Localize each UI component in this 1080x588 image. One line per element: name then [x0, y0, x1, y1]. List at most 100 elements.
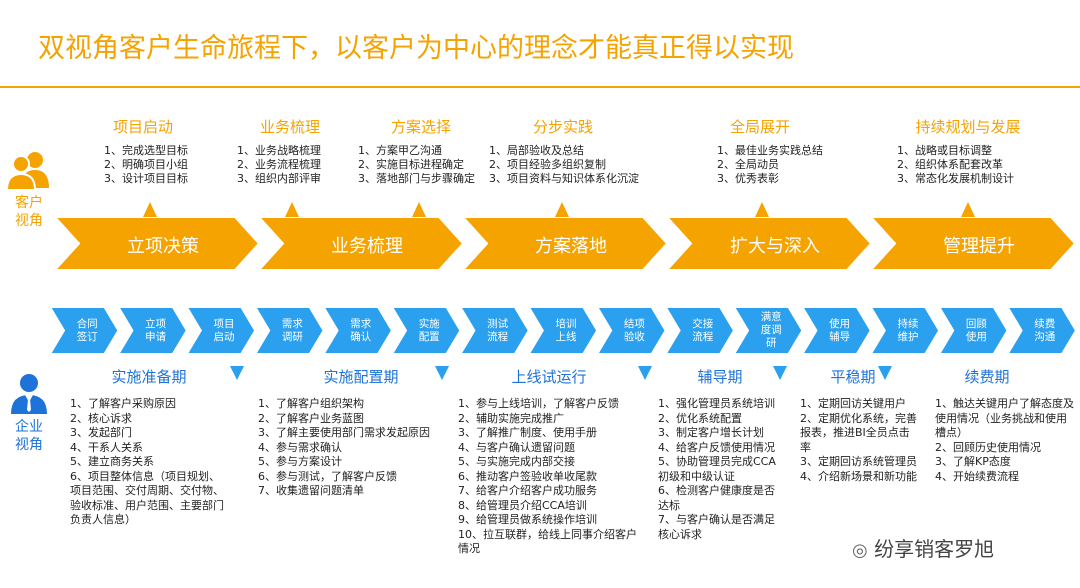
enterprise-step-chevron: [527, 306, 599, 355]
enterprise-step-label-line: 需求: [350, 317, 372, 330]
customer-chevron-label: 业务梳理: [331, 235, 403, 257]
enterprise-stage-bullet: 7、与客户确认是否满足核心诉求: [658, 513, 775, 541]
enterprise-stage-bullet: 4、开始续费流程: [935, 469, 1019, 483]
customer-view-role: 客户 视角: [6, 150, 52, 230]
phase-pointer-triangle: [755, 202, 769, 217]
customer-phase-title: 全局展开: [729, 118, 790, 136]
watermark-label: 纷享销客罗旭: [874, 537, 995, 561]
enterprise-stage-bullet: 6、项目整体信息（项目规划、项目范围、交付周期、交付物、验收标准、用户范围、主要…: [70, 469, 224, 527]
customer-chevron: [460, 216, 669, 271]
enterprise-step-chevron: [116, 306, 188, 355]
customer-phase-bullet: 3、常态化发展机制设计: [897, 172, 1014, 185]
user-group-icon: [7, 152, 49, 190]
customer-phase-bullet: 2、明确项目小组: [104, 158, 188, 171]
enterprise-step-label-line: 启动: [213, 330, 235, 343]
customer-phase-bullet: 3、设计项目目标: [104, 172, 188, 185]
page-title: 双视角客户生命旅程下，以客户为中心的理念才能真正得以实现: [38, 33, 794, 64]
enterprise-step-label: 回顾使用: [953, 318, 999, 344]
enterprise-stage-bullet: 3、了解主要使用部门需求发起原因: [258, 426, 430, 439]
enterprise-step-label-line: 使用: [965, 330, 987, 343]
enterprise-stage-bullet: 5、参与方案设计: [258, 455, 342, 468]
phase-pointer-triangle: [143, 202, 157, 217]
enterprise-step-label-line: 申请: [145, 330, 167, 343]
enterprise-step-chevron: [663, 306, 736, 355]
enterprise-stage-bullet: 1、定期回访关键用户: [800, 397, 906, 410]
enterprise-stage-bullet: 3、发起部门: [70, 426, 132, 439]
enterprise-step-label: 持续维护: [885, 318, 931, 344]
phase-pointer-triangle: [555, 202, 569, 217]
customer-phase-bullet: 1、方案甲乙沟通: [358, 144, 442, 157]
wechat-icon: ◎: [852, 540, 868, 561]
enterprise-step-label-line: 流程: [487, 330, 509, 343]
enterprise-step-label-line: 流程: [692, 330, 714, 343]
customer-chevron-label: 方案落地: [535, 235, 607, 257]
enterprise-step-chevron: [390, 306, 462, 355]
customer-chevron-label: 管理提升: [943, 235, 1015, 257]
enterprise-step-label: 项目启动: [201, 318, 247, 344]
enterprise-step-label: 续费沟通: [1022, 318, 1068, 344]
enterprise-step-chevron: [185, 306, 257, 355]
enterprise-stage-bullet: 2、回顾历史使用情况: [935, 440, 1041, 454]
enterprise-stage-bullet: 3、了解KP态度: [935, 455, 1011, 468]
enterprise-stage-title: 平稳期: [830, 368, 876, 386]
enterprise-step-chevron: [800, 306, 872, 355]
enterprise-stage-bullet: 2、辅助实施完成推广: [458, 411, 564, 425]
enterprise-step-label-line: 立项: [145, 317, 167, 330]
customer-phase-bullet: 2、实施目标进程确定: [358, 158, 464, 171]
customer-chevron-label: 立项决策: [127, 235, 199, 257]
enterprise-stage-bullet: 3、了解推广制度、使用手册: [458, 426, 597, 439]
enterprise-step-label-line: 续费: [1034, 317, 1056, 330]
enterprise-step-label: 实施配置: [406, 318, 452, 344]
customer-phase-bullet: 3、项目资料与知识体系化沉淀: [489, 172, 639, 185]
customer-phase-title: 方案选择: [390, 118, 451, 136]
enterprise-stage-bullet: 1、强化管理员系统培训: [658, 397, 775, 410]
enterprise-step-chevron: [1005, 306, 1078, 355]
enterprise-step-label-line: 签订: [76, 330, 98, 343]
enterprise-stage-bullet: 2、了解客户业务蓝图: [258, 411, 364, 425]
enterprise-step-label-line: 回顾: [965, 317, 987, 330]
enterprise-stage-bullet: 7、收集遗留问题清单: [258, 484, 364, 497]
enterprise-view-label-1: 企业: [15, 419, 43, 435]
enterprise-stage-bullet: 4、干系人关系: [70, 440, 143, 454]
enterprise-stage-bullet: 1、参与上线培训，了解客户反馈: [458, 397, 619, 410]
enterprise-stage-bullet: 9、给管理员做系统操作培训: [458, 513, 597, 526]
enterprise-step-chevron: [869, 306, 941, 355]
customer-phase-title: 持续规划与发展: [915, 118, 1021, 136]
enterprise-stage-bullet: 5、协助管理员完成CCA初级和中级认证: [658, 455, 776, 483]
enterprise-stage-title: 上线试运行: [511, 368, 587, 386]
customer-phase-bullet: 3、组织内部评审: [237, 172, 321, 185]
customer-phase-bullet: 2、业务流程梳理: [237, 158, 321, 171]
phase-pointer-triangle: [412, 202, 426, 217]
enterprise-step-label-line: 满意: [760, 311, 782, 323]
enterprise-stage-title: 续费期: [964, 368, 1010, 386]
customer-phase-bullet: 1、局部验收及总结: [489, 144, 584, 157]
phase-pointer-triangle: [961, 202, 975, 217]
enterprise-step-label: 结项验收: [611, 318, 657, 344]
enterprise-step-label-line: 培训: [555, 317, 577, 330]
stage-pointer-triangle: [638, 366, 652, 380]
enterprise-step-label-line: 配置: [418, 330, 440, 343]
business-person-icon: [11, 374, 47, 414]
customer-chevron: [52, 216, 261, 271]
customer-chevron: [256, 216, 465, 271]
enterprise-step-label-line: 使用: [829, 317, 851, 330]
customer-phase-title: 业务梳理: [259, 118, 320, 136]
customer-phase-bullet: 2、全局动员: [717, 158, 779, 171]
enterprise-step-chevron: [48, 306, 120, 355]
enterprise-step-label: 使用辅导: [817, 318, 863, 344]
enterprise-stage-bullet: 8、给管理员介绍CCA培训: [458, 498, 587, 512]
enterprise-step-label: 合同签订: [64, 318, 110, 344]
customer-view-label-2: 视角: [15, 213, 43, 229]
enterprise-step-label: 需求调研: [269, 318, 315, 344]
enterprise-step-label-line: 沟通: [1034, 330, 1056, 343]
enterprise-step-label: 需求确认: [338, 318, 384, 344]
enterprise-step-chevron: [458, 306, 530, 355]
enterprise-stage-bullet: 4、参与需求确认: [258, 440, 342, 454]
